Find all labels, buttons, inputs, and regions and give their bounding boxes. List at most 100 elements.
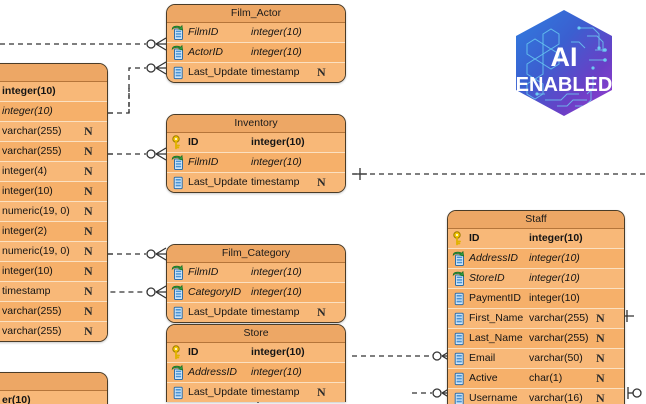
column-icon (171, 305, 185, 320)
entity-header-store: Store (167, 325, 345, 343)
column-name: ID (188, 136, 199, 148)
column-icon (452, 311, 466, 326)
not-null-marker: N (317, 175, 326, 189)
not-null-marker: N (84, 124, 93, 138)
column-row[interactable]: numeric(19, 0) N (0, 202, 107, 222)
column-type: integer(10) (2, 105, 53, 117)
not-null-marker: N (84, 204, 93, 218)
column-row[interactable]: varchar(255)N (0, 142, 107, 162)
not-null-marker: N (84, 164, 93, 178)
column-type: timestamp (251, 66, 300, 78)
key-icon (452, 231, 466, 246)
column-name: Last_Update (188, 306, 248, 318)
column-row[interactable]: AddressID integer(10) (167, 363, 345, 383)
not-null-marker: N (84, 324, 93, 338)
column-type: integer(10) (251, 286, 302, 298)
not-null-marker: N (84, 284, 93, 298)
column-type: numeric(19, 0) (2, 205, 70, 217)
fk-icon (171, 154, 185, 170)
column-name: Username (469, 392, 518, 404)
column-name: Last_Name (469, 332, 523, 344)
column-type: integer(2) (2, 225, 47, 237)
not-null-marker: N (84, 264, 93, 278)
column-row[interactable]: integer(10) (0, 102, 107, 122)
column-name: AddressID (188, 366, 238, 378)
column-row[interactable]: er(10) (0, 391, 107, 404)
column-row[interactable]: integer(10)N (0, 182, 107, 202)
fk-icon (171, 264, 185, 280)
column-type: integer(10) (251, 366, 302, 378)
column-icon (452, 391, 466, 404)
not-null-marker: N (84, 144, 93, 158)
column-row[interactable]: varchar(255)N (0, 302, 107, 322)
column-icon (452, 331, 466, 346)
entity-header-staff: Staff (448, 211, 624, 229)
column-type: er(10) (2, 394, 31, 404)
column-row[interactable]: CategoryID integer(10) (167, 283, 345, 303)
column-row[interactable]: integer(10) (0, 82, 107, 102)
column-row[interactable]: numeric(19, 0)N (0, 242, 107, 262)
column-row[interactable]: integer(2) N (0, 222, 107, 242)
column-row[interactable]: ID integer(10) (167, 133, 345, 153)
column-row[interactable]: varchar(255)N (0, 322, 107, 341)
column-name: CategoryID (188, 286, 242, 298)
column-type: integer(10) (251, 136, 305, 148)
column-type: integer(10) (529, 252, 580, 264)
column-type: varchar(255) (529, 312, 589, 324)
column-type: integer(10) (2, 85, 56, 97)
column-type: varchar(255) (2, 305, 62, 317)
column-name: FilmID (188, 156, 219, 168)
column-type: varchar(50) (529, 352, 583, 364)
column-type: integer(10) (251, 266, 302, 278)
entity-header-film (0, 64, 107, 82)
column-row[interactable]: integer(10) N (0, 262, 107, 282)
column-name: AddressID (469, 252, 519, 264)
column-row[interactable]: AddressID integer(10) (448, 249, 624, 269)
column-name: ActorID (188, 46, 224, 58)
entity-customer[interactable]: er(10) (0, 372, 108, 404)
column-type: integer(10) (251, 26, 302, 38)
column-row[interactable]: FilmID integer(10) (167, 153, 345, 173)
entity-header-film-category: Film_Category (167, 245, 345, 263)
column-type: integer(10) (2, 265, 53, 277)
not-null-marker: N (317, 385, 326, 399)
column-name: ID (188, 346, 199, 358)
column-row[interactable]: integer(4)N (0, 162, 107, 182)
column-type: timestamp (251, 176, 300, 188)
not-null-marker: N (596, 371, 605, 385)
column-name: PaymentID (469, 292, 521, 304)
column-icon (171, 175, 185, 190)
column-type: char(1) (529, 372, 563, 384)
column-name: Last_Update (188, 66, 248, 78)
column-row[interactable]: varchar(255)N (0, 122, 107, 142)
not-null-marker: N (84, 224, 93, 238)
column-type: integer(10) (251, 156, 302, 168)
